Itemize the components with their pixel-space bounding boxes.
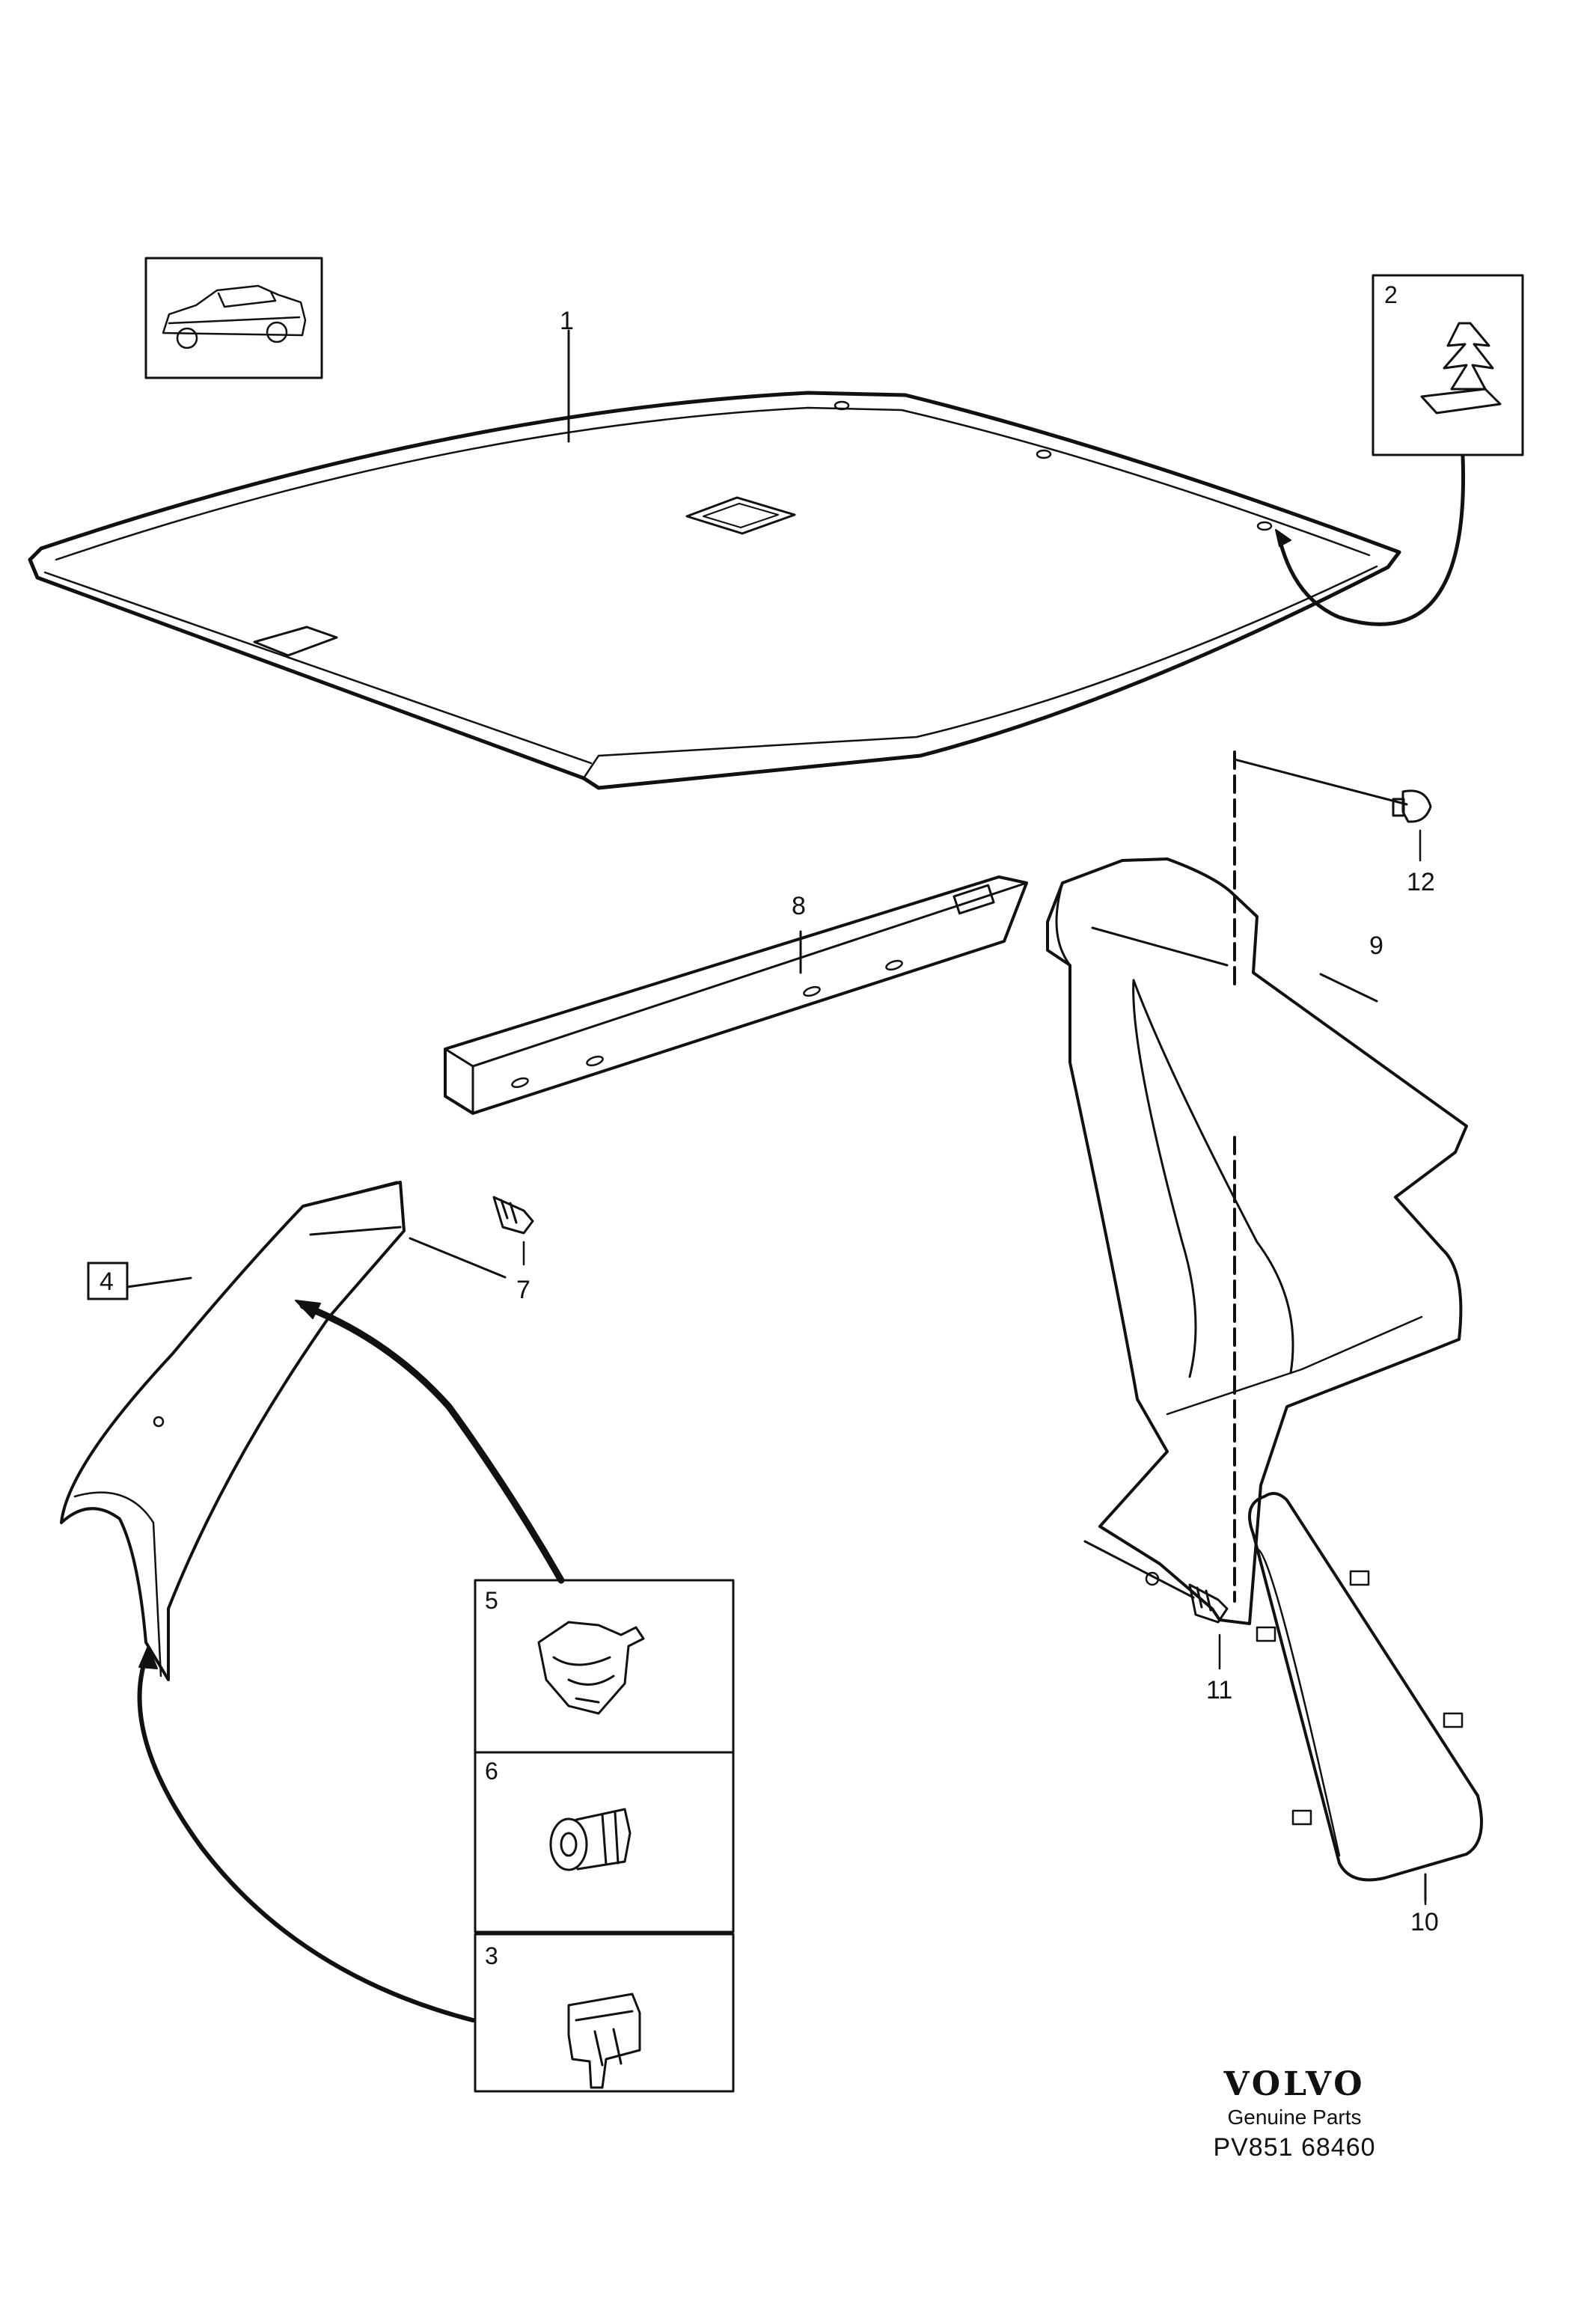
- callout-11: 11: [1206, 1676, 1232, 1704]
- leader-3: [137, 1655, 475, 2022]
- callout-4-frame: [87, 1262, 129, 1300]
- leader-4: [126, 1276, 192, 1288]
- callout-box-3: [474, 1933, 735, 2093]
- brand-logo: VOLVO: [1223, 2065, 1366, 2103]
- callout-12: 12: [1407, 868, 1435, 896]
- roof-rail: [444, 875, 1028, 1115]
- plug-12: [1233, 758, 1432, 862]
- fir-tree-clip-icon: [1420, 322, 1502, 415]
- callout-6: 6: [485, 1758, 498, 1785]
- arrow-3: [138, 1645, 158, 1669]
- callout-10: 10: [1410, 1908, 1439, 1936]
- screw-11: [1083, 1540, 1229, 1670]
- callout-2: 2: [1384, 281, 1398, 308]
- part-reference-code: PV851 68460: [1213, 2133, 1376, 2162]
- leader-9: [1319, 973, 1378, 1003]
- quarter-window-trim: [1248, 1492, 1483, 1906]
- callout-1: 1: [560, 307, 574, 335]
- vehicle-thumbnail: [144, 257, 323, 379]
- headliner-panel: [28, 391, 1401, 790]
- screw-7: [409, 1196, 534, 1279]
- callout-5: 5: [485, 1587, 498, 1614]
- arrow-2: [1275, 529, 1291, 547]
- pillar-trim-rear: [1046, 857, 1468, 1625]
- snap-clip-icon: [537, 1621, 645, 1715]
- car-sedan-icon: [162, 284, 307, 349]
- pillar-trim-front: [60, 1181, 406, 1681]
- leader-5: [299, 1302, 565, 1584]
- callout-box-5-6: [474, 1579, 735, 1933]
- callout-7: 7: [516, 1276, 530, 1304]
- leader-2: [1277, 454, 1466, 626]
- callout-box-2: [1372, 274, 1524, 456]
- arrow-5: [295, 1300, 321, 1319]
- push-rivet-icon: [549, 1808, 632, 1871]
- callout-9: 9: [1369, 932, 1383, 960]
- brand-block: VOLVO Genuine Parts PV851 68460: [1197, 2065, 1392, 2164]
- callout-4: 4: [100, 1268, 114, 1296]
- callout-8: 8: [792, 892, 806, 920]
- callout-3: 3: [485, 1942, 498, 1969]
- spring-clip-icon: [567, 1993, 641, 2089]
- brand-subtitle: Genuine Parts: [1227, 2106, 1362, 2129]
